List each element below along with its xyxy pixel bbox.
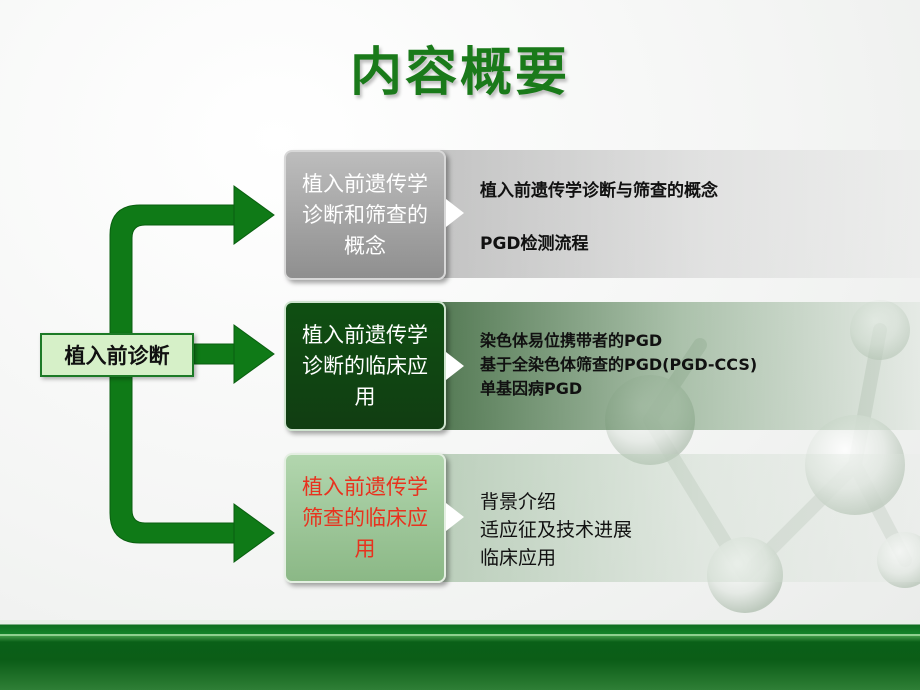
footer-bar — [0, 620, 920, 690]
section-card-concept: 植入前遗传学诊断和筛查的概念 — [284, 150, 446, 280]
section-card-label: 植入前遗传学筛查的临床应用 — [302, 474, 428, 561]
section-card-label: 植入前遗传学诊断和筛查的概念 — [302, 171, 428, 258]
section-band-2 — [440, 302, 920, 430]
list-item: 基于全染色体筛查的PGD(PGD-CCS) — [480, 355, 758, 374]
list-item: 植入前遗传学诊断与筛查的概念 — [480, 181, 718, 201]
section-band-1 — [440, 150, 920, 278]
list-item: 背景介绍 — [480, 491, 557, 513]
chevron-right-icon — [446, 352, 464, 380]
section-band-3 — [440, 454, 920, 582]
chevron-right-icon — [446, 199, 464, 227]
section-items-3: 背景介绍 适应征及技术进展 临床应用 — [480, 488, 632, 572]
section-items-2: 染色体易位携带者的PGD 基于全染色体筛查的PGD(PGD-CCS) 单基因病P… — [480, 329, 757, 401]
list-item: PGD检测流程 — [480, 234, 589, 254]
section-card-pgs-application: 植入前遗传学筛查的临床应用 — [284, 453, 446, 583]
section-items-1: 植入前遗传学诊断与筛查的概念 PGD检测流程 — [480, 178, 718, 257]
list-item: 适应征及技术进展 — [480, 519, 633, 541]
list-item: 临床应用 — [480, 547, 557, 569]
list-item: 单基因病PGD — [480, 379, 583, 398]
section-card-label: 植入前遗传学诊断的临床应用 — [302, 322, 428, 409]
section-card-pgd-application: 植入前遗传学诊断的临床应用 — [284, 301, 446, 431]
root-label-box: 植入前诊断 — [40, 333, 194, 377]
list-item: 染色体易位携带者的PGD — [480, 331, 663, 350]
chevron-right-icon — [446, 503, 464, 531]
slide-title: 内容概要 — [349, 43, 570, 103]
